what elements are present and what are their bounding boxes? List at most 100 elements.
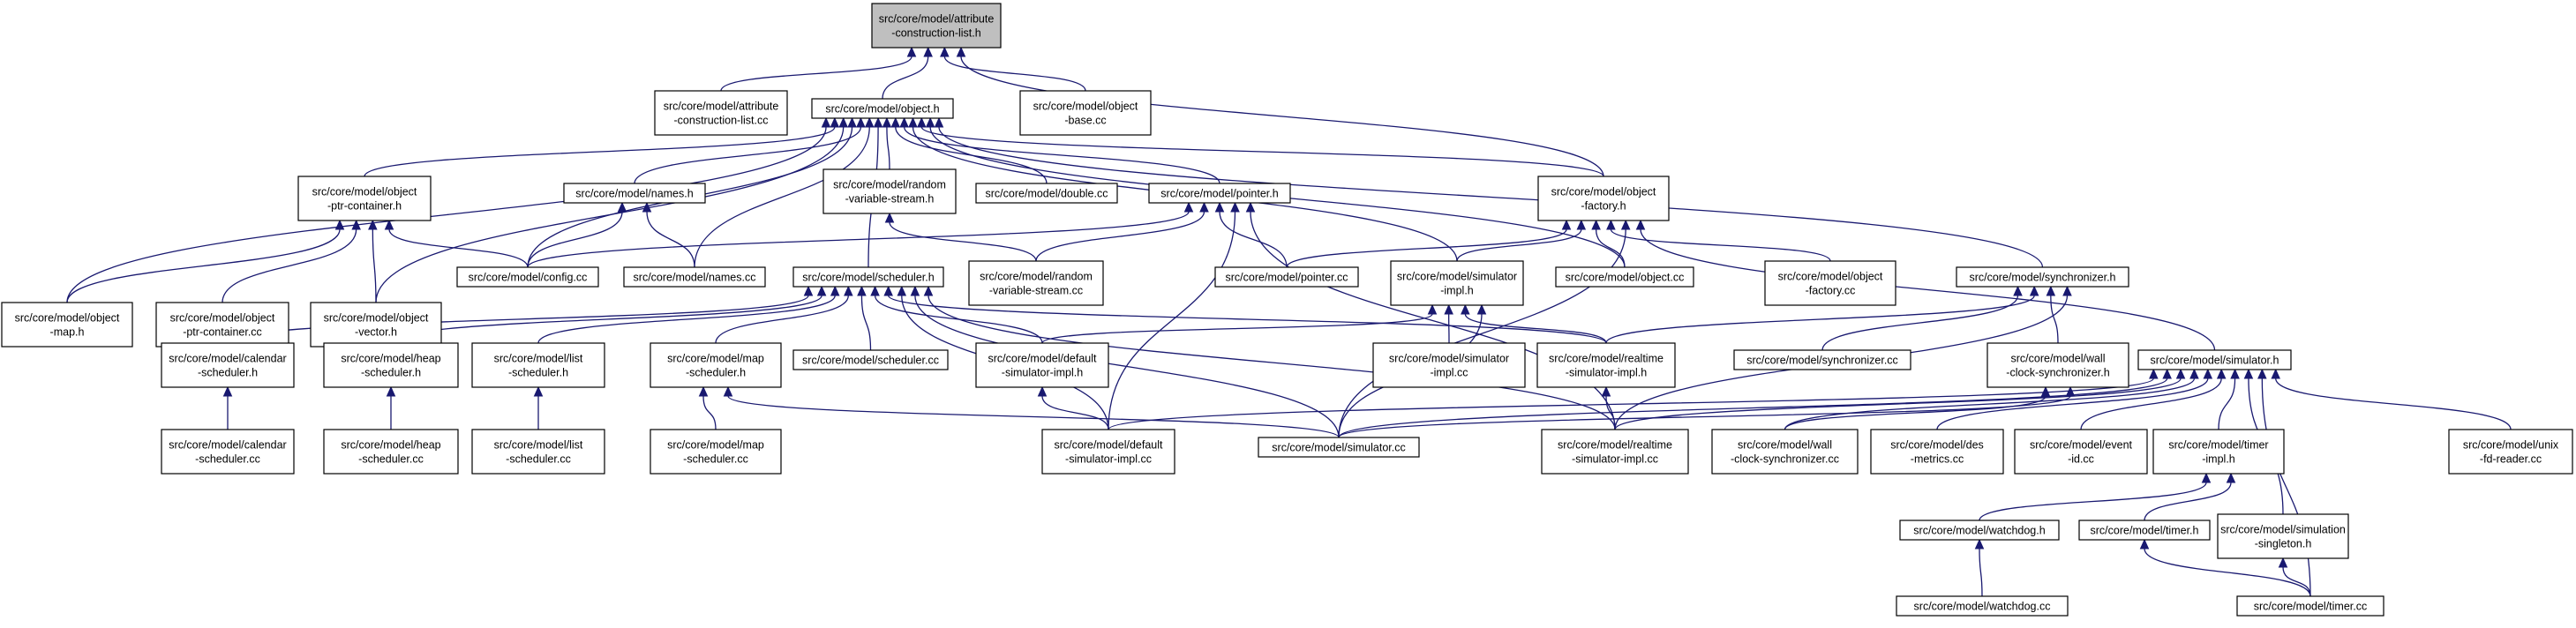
node-label-line: -id.cc <box>2068 453 2094 466</box>
node-root[interactable]: src/core/model/attribute-construction-li… <box>871 3 1002 49</box>
node-random-h[interactable]: src/core/model/random-variable-stream.h <box>822 168 957 214</box>
node-sim-cc[interactable]: src/core/model/simulator.cc <box>1258 437 1420 458</box>
node-object-h[interactable]: src/core/model/object.h <box>811 98 954 119</box>
node-names-cc[interactable]: src/core/model/names.cc <box>623 266 766 288</box>
node-label-line: src/core/model/names.cc <box>634 272 756 284</box>
node-unix-cc[interactable]: src/core/model/unix-fd-reader.cc <box>2448 429 2573 475</box>
node-cal-h[interactable]: src/core/model/calendar-scheduler.h <box>161 342 295 388</box>
node-des-cc[interactable]: src/core/model/des-metrics.cc <box>1870 429 2004 475</box>
node-box <box>471 342 605 388</box>
node-label-line: src/core/model/simulator.cc <box>1272 442 1405 454</box>
node-sched-cc[interactable]: src/core/model/scheduler.cc <box>792 349 949 370</box>
arrowhead-timerimpl_h-to-sim_h <box>2230 368 2240 379</box>
edge-map_cc-to-map_h <box>702 395 717 430</box>
node-box <box>310 302 442 348</box>
arrowhead-object_h-to-root <box>923 46 933 57</box>
node-rtsim-cc[interactable]: src/core/model/realtime-simulator-impl.c… <box>1541 429 1689 475</box>
edge-rtsim_h-to-sync_h <box>1605 295 2035 344</box>
node-box <box>2014 429 2148 475</box>
graph-edges <box>66 46 2512 597</box>
node-names-h[interactable]: src/core/model/names.h <box>563 183 706 204</box>
edge-wd_cc-to-wd_h <box>1979 548 1983 597</box>
node-label-line: -ptr-container.h <box>327 200 402 213</box>
node-optr-cc[interactable]: src/core/model/object-ptr-container.cc <box>155 302 289 348</box>
node-map-cc[interactable]: src/core/model/map-scheduler.cc <box>650 429 782 475</box>
arrowhead-sim_cc-to-map_h <box>723 385 733 397</box>
node-factory-cc[interactable]: src/core/model/object-factory.cc <box>1764 260 1896 306</box>
arrowhead-sim_h-to-factory_h <box>1635 219 1646 230</box>
node-label-line: src/core/model/des <box>1890 439 1984 452</box>
node-label-line: src/core/model/timer.h <box>2091 525 2199 537</box>
node-pointer-cc[interactable]: src/core/model/pointer.cc <box>1214 266 1359 288</box>
node-box <box>871 3 1002 49</box>
node-list-h[interactable]: src/core/model/list-scheduler.h <box>471 342 605 388</box>
node-label-line: src/core/model/simulator <box>1397 271 1517 283</box>
arrowhead-factory_cc-to-factory_h <box>1606 219 1616 230</box>
node-wd-h[interactable]: src/core/model/watchdog.h <box>1899 520 2060 541</box>
node-simimpl-h[interactable]: src/core/model/simulator-impl.h <box>1390 260 1524 306</box>
node-heap-h[interactable]: src/core/model/heap-scheduler.h <box>323 342 459 388</box>
node-label-line: -simulator-impl.h <box>1002 367 1083 379</box>
arrowhead-object_cc-to-object_h <box>925 116 935 128</box>
node-factory-h[interactable]: src/core/model/object-factory.h <box>1537 176 1670 221</box>
edge-timer_cc-to-timer_h <box>2144 548 2311 597</box>
arrowhead-heap_h-to-sched_h <box>816 285 827 296</box>
node-defsim-cc[interactable]: src/core/model/default-simulator-impl.cc <box>1041 429 1175 475</box>
node-pointer-h[interactable]: src/core/model/pointer.h <box>1148 183 1291 204</box>
node-timerimpl-h[interactable]: src/core/model/timer-impl.h <box>2152 429 2285 475</box>
node-cal-cc[interactable]: src/core/model/calendar-scheduler.cc <box>161 429 295 475</box>
node-simsing-h[interactable]: src/core/model/simulation-singleton.h <box>2217 513 2349 559</box>
node-sync-h[interactable]: src/core/model/synchronizer.h <box>1956 266 2129 288</box>
arrowhead-pointer_cc-to-factory_h <box>1561 219 1572 230</box>
node-label-line: src/core/model/unix <box>2463 439 2559 452</box>
node-object-cc[interactable]: src/core/model/object.cc <box>1555 266 1694 288</box>
arrowhead-optr_h-to-object_h <box>830 116 840 128</box>
edge-pointer_cc-to-pointer_h <box>1219 211 1288 268</box>
node-timer-h[interactable]: src/core/model/timer.h <box>2078 520 2211 541</box>
node-ovec-h[interactable]: src/core/model/object-vector.h <box>310 302 442 348</box>
node-optr-h[interactable]: src/core/model/object -ptr-container.h <box>297 176 432 221</box>
node-sched-h[interactable]: src/core/model/scheduler.h <box>792 266 944 288</box>
node-random-cc[interactable]: src/core/model/random-variable-stream.cc <box>968 260 1104 306</box>
node-wcs-h[interactable]: src/core/model/wall-clock-synchronizer.h <box>1986 342 2129 388</box>
node-sim-h[interactable]: src/core/model/simulator.h <box>2137 349 2292 370</box>
arrowhead-pointer_cc-to-pointer_h <box>1214 201 1225 213</box>
arrowhead-names_cc-to-object_h <box>864 116 875 128</box>
node-box <box>2448 429 2573 475</box>
node-map-h[interactable]: src/core/model/map-scheduler.h <box>650 342 782 388</box>
node-label-line: src/core/model/random <box>980 271 1093 283</box>
edge-factory_h-to-object_h <box>920 126 1604 177</box>
node-label-line: -scheduler.cc <box>358 453 424 466</box>
node-heap-cc[interactable]: src/core/model/heap-scheduler.cc <box>323 429 459 475</box>
node-box <box>1870 429 2004 475</box>
node-rtsim-h[interactable]: src/core/model/realtime-simulator-impl.h <box>1536 342 1676 388</box>
node-label-line: src/core/model/object.cc <box>1566 272 1685 284</box>
edge-config_cc-to-names_h <box>527 211 623 268</box>
node-defsim-h[interactable]: src/core/model/default-simulator-impl.h <box>975 342 1109 388</box>
arrowhead-omap_h-to-object_h <box>821 116 831 128</box>
node-box <box>623 266 766 288</box>
node-event-cc[interactable]: src/core/model/event-id.cc <box>2014 429 2148 475</box>
node-omap-h[interactable]: src/core/model/object-map.h <box>1 302 133 348</box>
node-box <box>822 168 957 214</box>
node-sync-cc[interactable]: src/core/model/synchronizer.cc <box>1733 349 1911 370</box>
node-box <box>1041 429 1175 475</box>
edge-names_h-to-object_h <box>634 126 862 184</box>
node-label-line: src/core/model/scheduler.h <box>802 272 934 284</box>
node-wd-cc[interactable]: src/core/model/watchdog.cc <box>1896 595 2069 617</box>
node-simimpl-cc[interactable]: src/core/model/simulator-impl.cc <box>1372 342 1526 388</box>
node-label-line: src/core/model/object <box>1778 271 1883 283</box>
edge-object_base-to-root <box>943 56 1086 92</box>
node-config-cc[interactable]: src/core/model/config.cc <box>456 266 599 288</box>
node-object-base[interactable]: src/core/model/object-base.cc <box>1019 90 1152 136</box>
node-label-line: src/core/model/pointer.h <box>1160 188 1278 200</box>
node-wcs-cc[interactable]: src/core/model/wall-clock-synchronizer.c… <box>1711 429 1859 475</box>
node-box <box>563 183 706 204</box>
edge-sim_cc-to-sched_h <box>914 295 1340 438</box>
node-double-cc[interactable]: src/core/model/double.cc <box>975 183 1118 204</box>
node-timer-cc[interactable]: src/core/model/timer.cc <box>2236 595 2384 617</box>
node-label-line: src/core/model/object <box>312 186 417 198</box>
arrowhead-heap_cc-to-heap_h <box>386 385 396 397</box>
node-list-cc[interactable]: src/core/model/list-scheduler.cc <box>471 429 605 475</box>
node-acl-cc[interactable]: src/core/model/attribute-construction-li… <box>654 90 788 136</box>
